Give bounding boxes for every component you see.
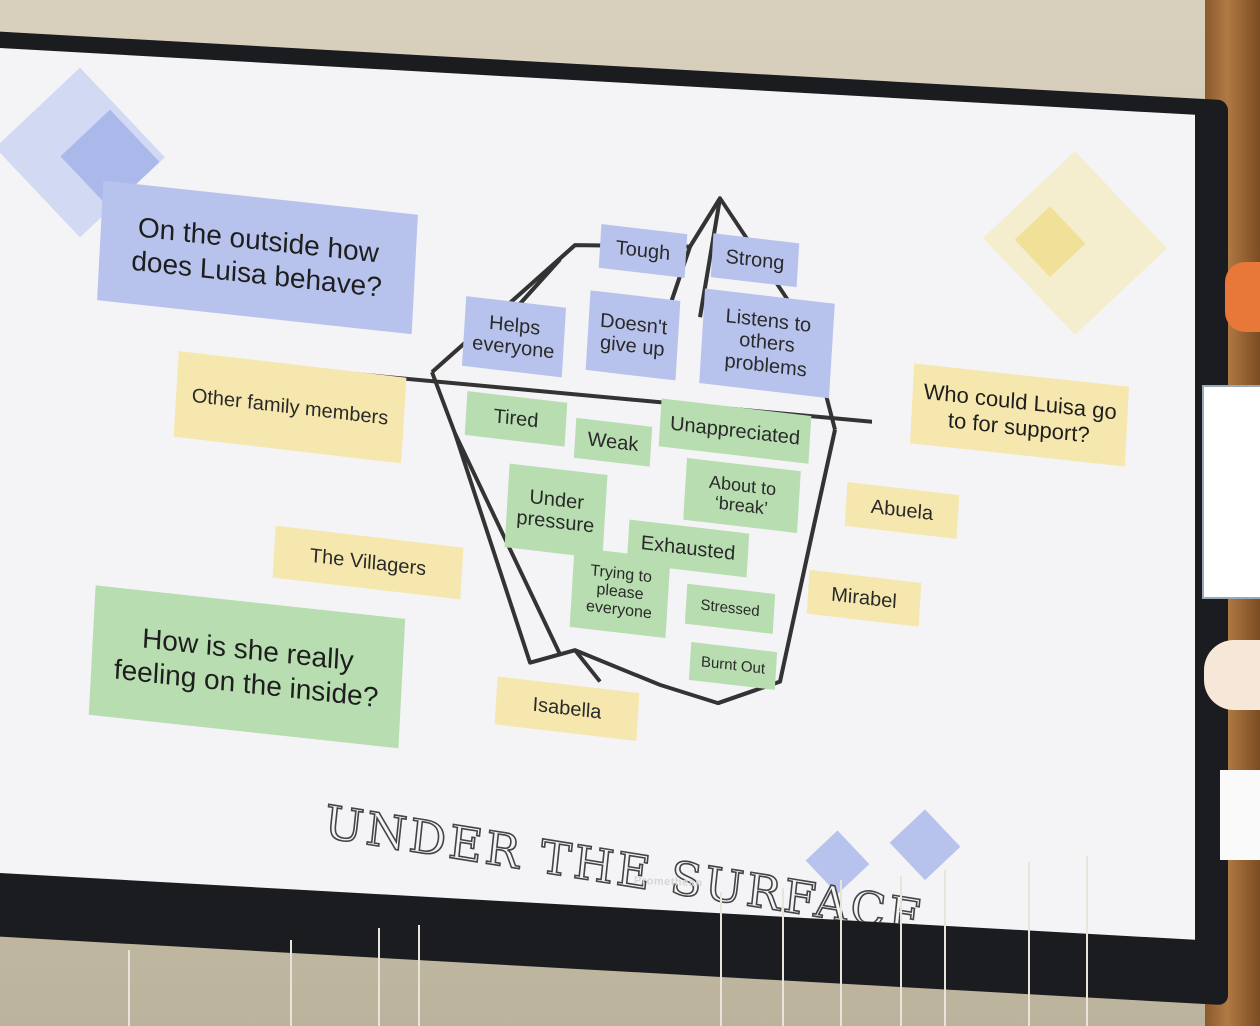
note-about-to-break: About to ‘break’ — [683, 457, 801, 533]
note-helps-everyone: Helps everyone — [461, 296, 567, 378]
note-listens: Listens to others problems — [699, 288, 835, 399]
note-under-pressure: Under pressure — [504, 463, 608, 559]
note-trying-to-please: Trying to please everyone — [569, 547, 671, 639]
hanging-cord — [944, 870, 946, 1026]
speech-bubble-poster — [1225, 262, 1260, 332]
hanging-cord — [128, 950, 130, 1026]
brand-logo: Promethean — [633, 874, 703, 890]
voice-level-poster — [1202, 385, 1260, 599]
paper-notice — [1220, 770, 1260, 860]
hanging-cord — [840, 880, 842, 1026]
hanging-cord — [720, 892, 722, 1026]
speech-bubble-poster — [1204, 640, 1260, 710]
hanging-cord — [1028, 862, 1030, 1026]
hanging-cord — [1086, 856, 1088, 1026]
hanging-cord — [378, 928, 380, 1026]
hanging-cord — [900, 876, 902, 1026]
iceberg-bottom-outline — [430, 371, 837, 706]
hanging-cord — [418, 925, 420, 1026]
hanging-cord — [290, 940, 292, 1026]
slide: On the outside how does Luisa behave? Ho… — [0, 48, 1195, 940]
hanging-cord — [782, 888, 784, 1026]
note-doesnt-give-up: Doesn't give up — [585, 290, 681, 381]
